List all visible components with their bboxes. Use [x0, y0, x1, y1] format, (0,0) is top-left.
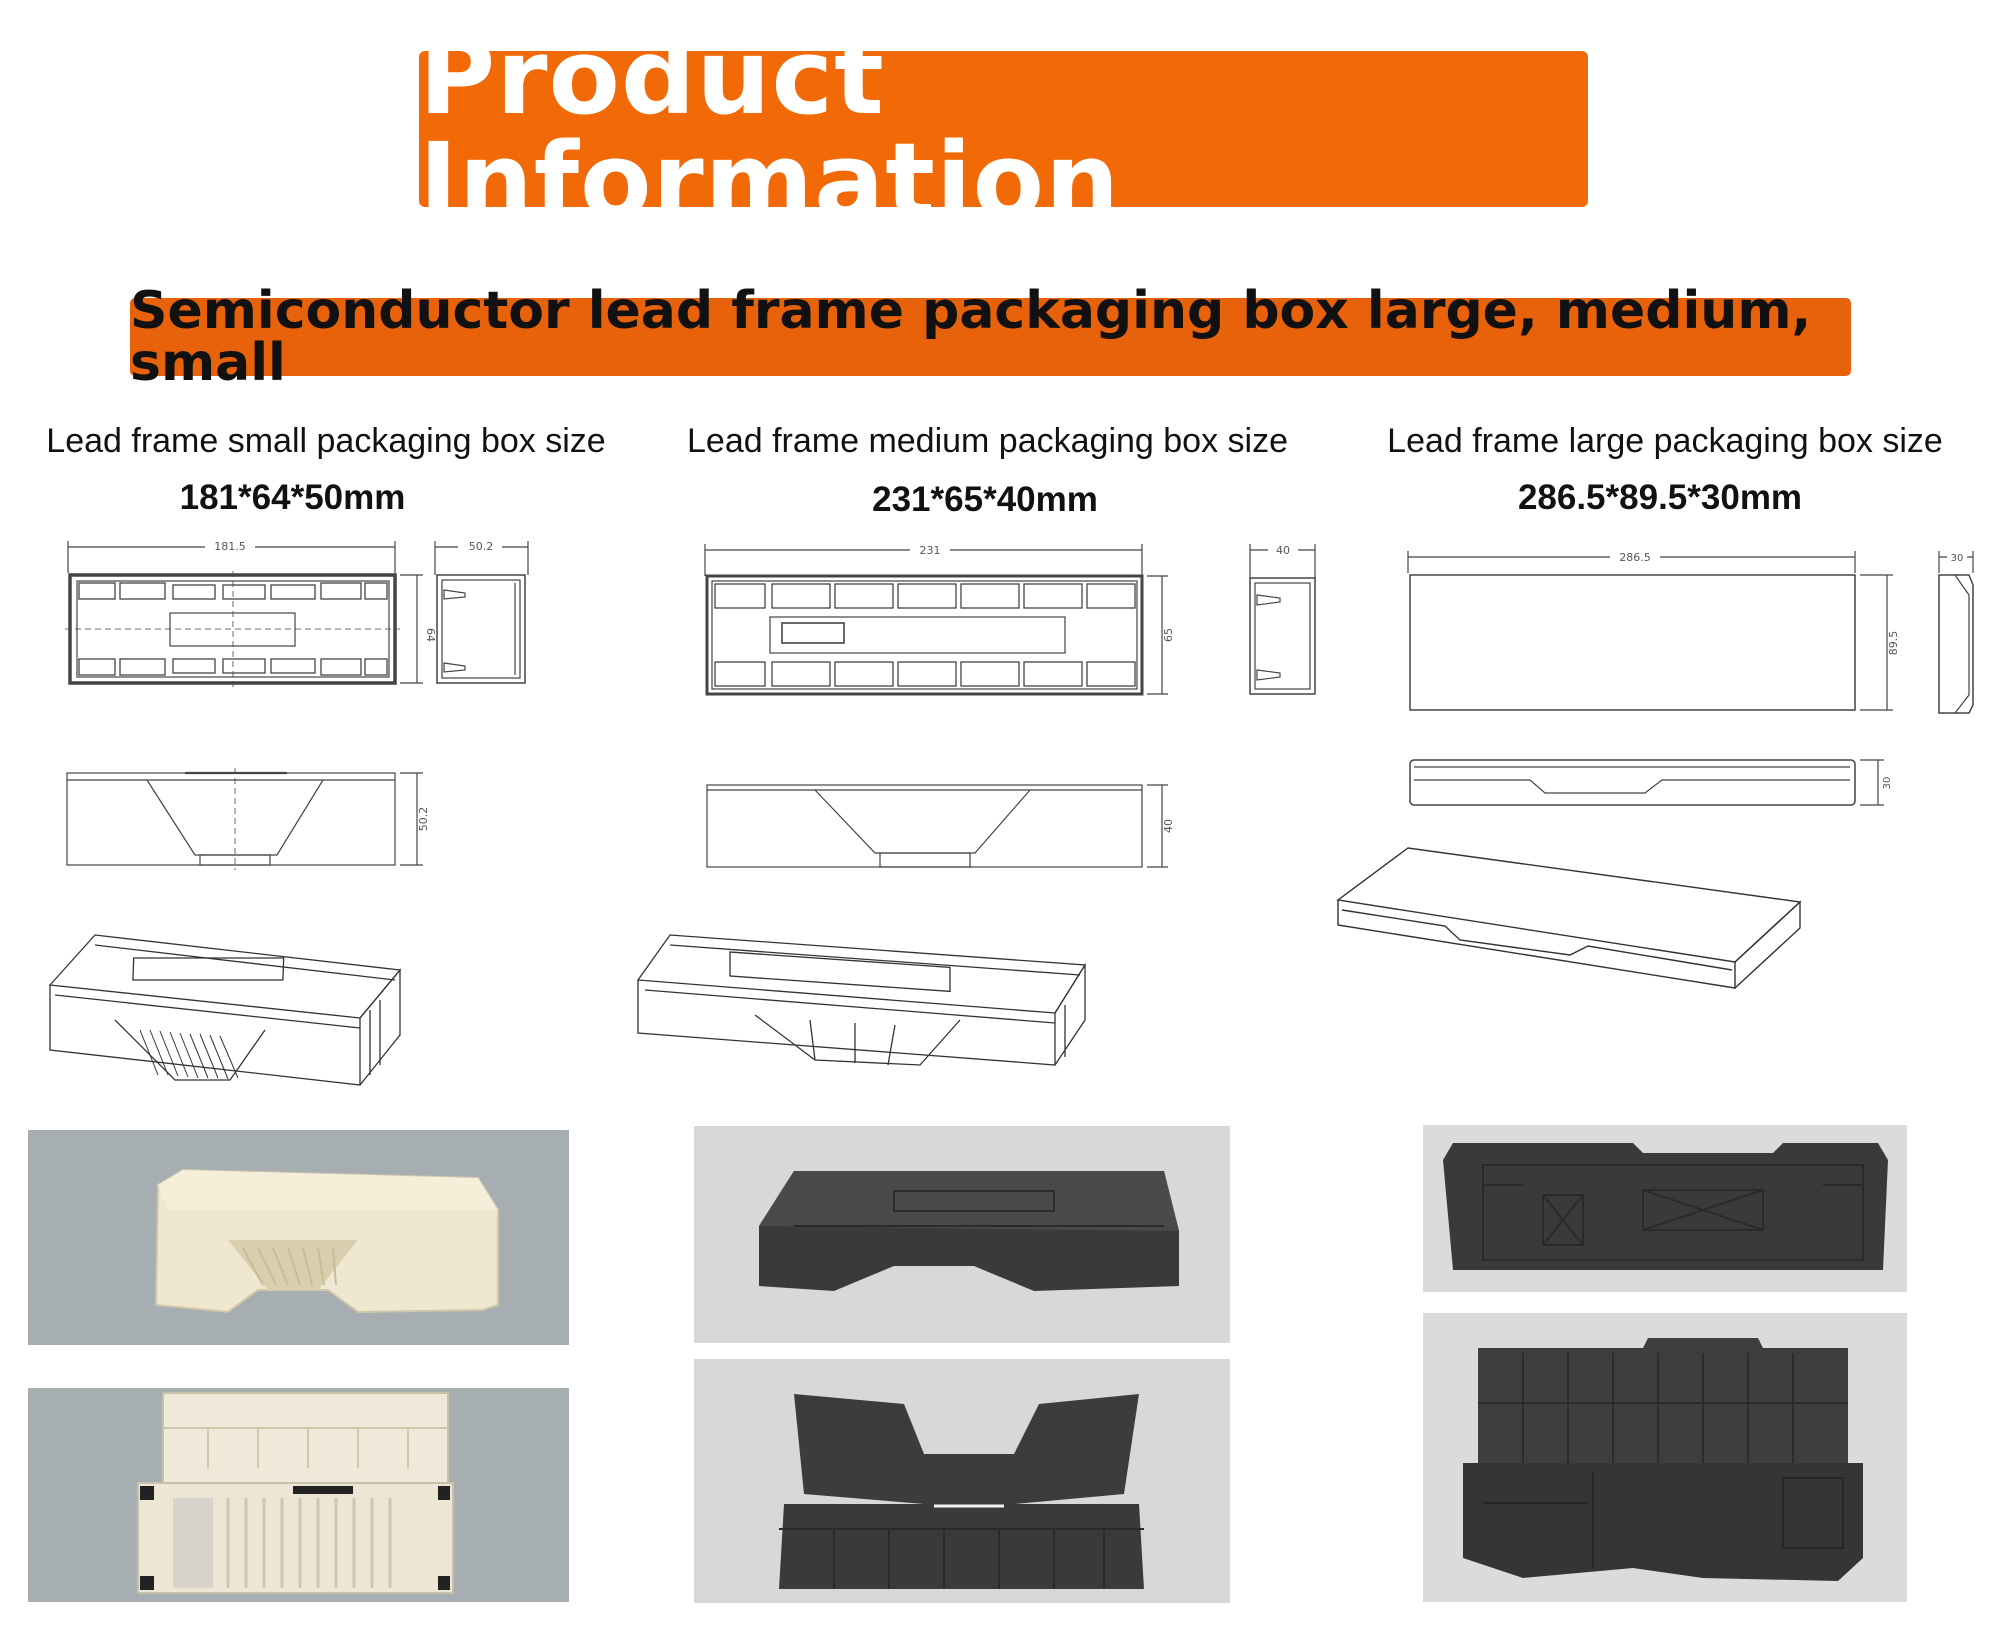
small-box-top-view-drawing: 181.5 64 [65, 539, 435, 687]
small-box-size: 181*64*50mm [179, 478, 406, 517]
large-box-front-view-drawing: 30 [1409, 759, 1893, 806]
svg-text:30: 30 [1951, 553, 1964, 564]
svg-text:231: 231 [920, 544, 941, 557]
svg-text:40: 40 [1276, 544, 1290, 557]
large-box-photo-open [1423, 1313, 1907, 1602]
svg-text:50.2: 50.2 [417, 807, 430, 832]
subheader-banner: Semiconductor lead frame packaging box l… [130, 285, 1851, 389]
small-box-side-view-drawing: 50.2 [434, 539, 529, 684]
svg-text:89.5: 89.5 [1887, 631, 1900, 656]
large-box-label: Lead frame large packaging box size [1387, 422, 1943, 460]
svg-text:64: 64 [424, 628, 435, 642]
svg-text:181.5: 181.5 [214, 540, 246, 553]
small-box-photo-closed [28, 1130, 569, 1345]
small-box-isometric-drawing [48, 934, 402, 1086]
medium-box-isometric-drawing [636, 934, 1087, 1066]
large-box-top-view-drawing: 286.5 89.5 [1407, 550, 1900, 711]
svg-text:30: 30 [1882, 777, 1893, 790]
medium-box-label: Lead frame medium packaging box size [687, 422, 1288, 460]
svg-text:65: 65 [1162, 628, 1175, 642]
small-box-label: Lead frame small packaging box size [46, 422, 606, 460]
page-title: Product Information [419, 16, 1121, 242]
large-box-photo-closed [1423, 1125, 1907, 1292]
medium-box-photo-open [694, 1359, 1230, 1603]
svg-text:40: 40 [1162, 819, 1175, 833]
medium-box-photo-closed [694, 1126, 1230, 1343]
subheader-title: Semiconductor lead frame packaging box l… [130, 281, 1812, 393]
large-box-side-view-drawing: 30 [1938, 550, 1974, 714]
header-banner: Product Information [419, 25, 1588, 233]
medium-box-top-view-drawing: 231 65 [704, 543, 1175, 696]
medium-box-size: 231*65*40mm [872, 480, 1098, 519]
large-box-size: 286.5*89.5*30mm [1517, 478, 1803, 517]
small-box-front-view-drawing: 50.2 [66, 768, 430, 870]
large-box-isometric-drawing [1336, 847, 1802, 989]
small-box-photo-open [28, 1388, 569, 1602]
svg-text:50.2: 50.2 [469, 540, 494, 553]
medium-box-side-view-drawing: 40 [1249, 543, 1316, 695]
medium-box-front-view-drawing: 40 [706, 784, 1175, 868]
svg-text:286.5: 286.5 [1619, 551, 1651, 564]
